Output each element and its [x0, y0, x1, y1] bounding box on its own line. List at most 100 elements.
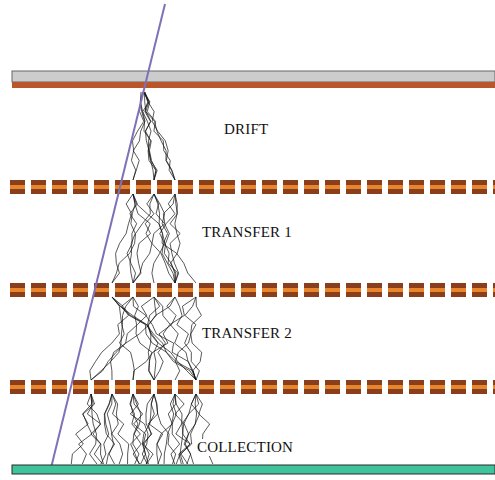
foil-segment — [346, 180, 361, 194]
foil-copper — [115, 180, 130, 194]
foil-kapton — [31, 385, 46, 389]
foil-copper — [325, 380, 340, 394]
foil-kapton — [136, 385, 151, 389]
foil-copper — [472, 180, 487, 194]
electron-path — [142, 394, 154, 464]
foil-copper — [430, 380, 445, 394]
foil-copper — [262, 180, 277, 194]
foil-segment — [472, 180, 487, 194]
foil-copper — [472, 283, 487, 297]
foil-segment — [73, 180, 88, 194]
foil-copper — [367, 283, 382, 297]
foil-copper — [31, 283, 46, 297]
foil-segment — [31, 180, 46, 194]
electron-path — [112, 394, 129, 464]
foil-copper — [262, 283, 277, 297]
foil-copper — [73, 283, 88, 297]
foil-kapton — [94, 385, 109, 389]
electron-path — [157, 394, 177, 464]
foil-segment — [157, 180, 172, 194]
foil-segment — [430, 180, 445, 194]
foil-kapton — [451, 385, 466, 389]
foil-copper — [388, 283, 403, 297]
foil-segment — [325, 283, 340, 297]
foil-copper — [220, 283, 235, 297]
foil-copper — [199, 283, 214, 297]
foil-segment — [430, 380, 445, 394]
foil-copper — [409, 180, 424, 194]
foil-copper — [262, 380, 277, 394]
foil-kapton — [262, 185, 277, 189]
foil-segment — [304, 283, 319, 297]
electron-path — [133, 194, 196, 283]
foil-segment — [262, 380, 277, 394]
foil-copper — [430, 283, 445, 297]
foil-segment — [220, 380, 235, 394]
electron-path — [140, 92, 156, 180]
foil-copper — [325, 180, 340, 194]
foil-copper — [178, 283, 193, 297]
foil-copper — [31, 180, 46, 194]
foil-kapton — [136, 185, 151, 189]
foil-kapton — [241, 385, 256, 389]
electron-path — [71, 394, 91, 464]
foil-segment — [262, 283, 277, 297]
foil-copper — [304, 283, 319, 297]
electron-path — [149, 394, 163, 464]
region-label: DRIFT — [222, 121, 270, 138]
foil-segment — [178, 283, 193, 297]
foil-kapton — [493, 288, 495, 292]
foil-segment — [472, 283, 487, 297]
foil-copper — [199, 180, 214, 194]
foil-segment — [178, 380, 193, 394]
foil-segment — [304, 380, 319, 394]
foil-copper — [73, 180, 88, 194]
foil-kapton — [52, 385, 67, 389]
foil-kapton — [136, 288, 151, 292]
foil-copper — [94, 180, 109, 194]
electron-path — [144, 92, 175, 180]
region-label: TRANSFER 1 — [200, 224, 294, 241]
foil-segment — [367, 180, 382, 194]
foil-segment — [283, 380, 298, 394]
foil-kapton — [367, 385, 382, 389]
foil-segment — [388, 180, 403, 194]
foil-segment — [283, 283, 298, 297]
foil-kapton — [220, 385, 235, 389]
electron-path — [145, 92, 175, 180]
foil-segment — [52, 380, 67, 394]
foil-segment — [241, 283, 256, 297]
foil-copper — [283, 180, 298, 194]
foil-copper — [115, 380, 130, 394]
foil-segment — [115, 180, 130, 194]
foil-segment — [31, 380, 46, 394]
foil-copper — [94, 380, 109, 394]
electron-path — [91, 297, 154, 380]
foil-segment — [346, 283, 361, 297]
foil-segment — [178, 180, 193, 194]
foil-copper — [283, 380, 298, 394]
foil-kapton — [115, 385, 130, 389]
foil-copper — [178, 180, 193, 194]
foil-segment — [157, 380, 172, 394]
foil-copper — [136, 380, 151, 394]
foil-segment — [472, 380, 487, 394]
particle-track — [50, 4, 165, 472]
foil-kapton — [325, 288, 340, 292]
electron-path — [143, 92, 175, 180]
foil-kapton — [178, 288, 193, 292]
foil-segment — [409, 380, 424, 394]
foil-segment — [199, 180, 214, 194]
foil-kapton — [388, 288, 403, 292]
region-label: COLLECTION — [195, 439, 295, 456]
foil-segment — [325, 180, 340, 194]
foil-segment — [283, 180, 298, 194]
foil-copper — [241, 283, 256, 297]
foil-copper — [157, 180, 172, 194]
foil-kapton — [388, 385, 403, 389]
foil-copper — [136, 283, 151, 297]
foil-kapton — [115, 185, 130, 189]
foil-kapton — [157, 385, 172, 389]
foil-segment — [73, 283, 88, 297]
foil-copper — [199, 380, 214, 394]
